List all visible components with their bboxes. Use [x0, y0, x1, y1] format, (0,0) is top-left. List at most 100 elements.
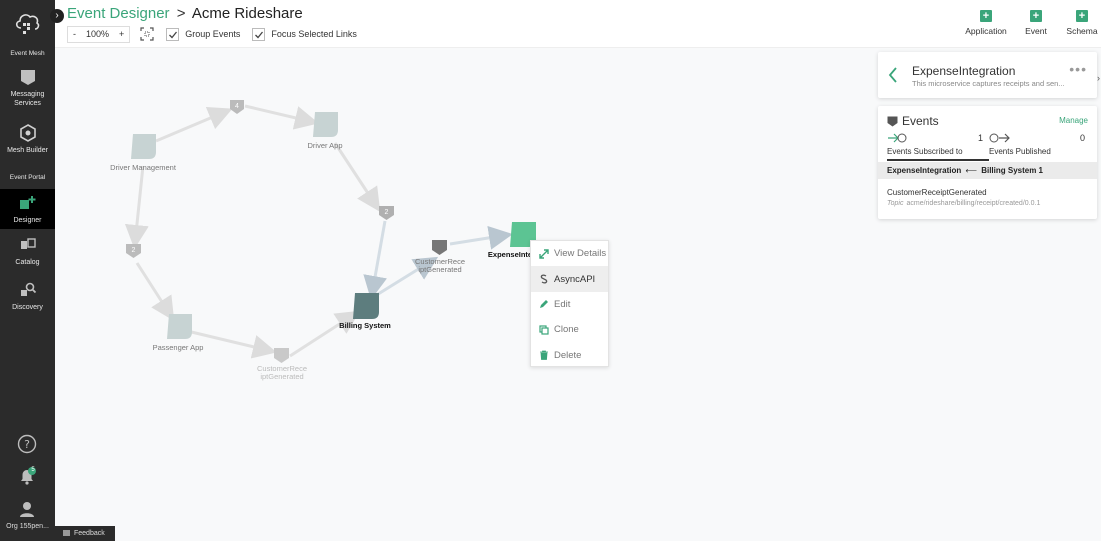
tab-events-subscribed[interactable]: 1 Events Subscribed to — [887, 131, 989, 161]
add-application-label: Application — [965, 26, 1007, 36]
breadcrumb-event-designer[interactable]: Event Designer — [67, 5, 170, 22]
sidebar-item-mesh-builder[interactable]: Mesh Builder — [0, 124, 55, 156]
menu-item-label: AsyncAPI — [554, 273, 596, 285]
designer-icon — [19, 196, 35, 209]
org-label[interactable]: Org 155pen... — [6, 523, 49, 530]
zoom-in-button[interactable]: + — [119, 29, 125, 39]
zoom-level: 100% — [86, 29, 110, 39]
tab-events-published[interactable]: 0 Events Published — [989, 131, 1091, 161]
event-icon — [887, 116, 898, 126]
edge-badge-text: 2 — [385, 209, 389, 216]
node-label-driver-app: Driver App — [307, 141, 343, 150]
zoom-out-button[interactable]: - — [73, 29, 76, 39]
relation-target: Billing System 1 — [981, 166, 1043, 175]
checkbox-icon — [166, 27, 180, 41]
node-event-customer-receipt-generated[interactable] — [432, 240, 447, 255]
more-options-icon[interactable]: ••• — [1069, 61, 1087, 77]
edge-badge[interactable]: 4 — [230, 100, 244, 114]
sidebar-item-discovery[interactable]: Discovery — [0, 281, 55, 315]
subscribed-count: 1 — [977, 133, 983, 143]
menu-item-edit[interactable]: Edit — [531, 292, 608, 317]
edge-badge-text: 4 — [235, 103, 239, 110]
sidebar-item-label: Designer — [13, 217, 42, 224]
design-canvas[interactable]: 4 2 2 Driver Management Driver App Passe… — [55, 48, 1101, 541]
events-header: Events — [887, 114, 939, 128]
node-label-event-faint: CustomerRece iptGenerated — [252, 365, 312, 381]
events-title: Events — [902, 114, 939, 128]
node-label-expense-integration: ExpenseInte — [487, 251, 533, 259]
add-application-button[interactable]: + Application — [963, 10, 1009, 36]
menu-item-label: Edit — [554, 298, 571, 310]
mesh-builder-icon — [19, 124, 36, 142]
node-billing-system[interactable] — [353, 293, 379, 319]
section-event-portal: Event Portal — [9, 174, 46, 181]
sidebar-expand-icon[interactable]: › — [50, 9, 64, 23]
svg-text:?: ? — [24, 438, 30, 451]
user-avatar-icon[interactable] — [17, 500, 37, 518]
sidebar-item-label: Services — [14, 100, 41, 107]
application-detail-card: ExpenseIntegration This microservice cap… — [878, 52, 1097, 98]
subscribed-label: Events Subscribed to — [887, 147, 963, 156]
add-schema-icon: + — [1076, 10, 1088, 22]
sidebar-item-catalog[interactable]: Catalog — [0, 236, 55, 270]
relation-header: ExpenseIntegration ⟵ Billing System 1 — [878, 162, 1097, 179]
menu-item-label: Clone — [554, 324, 579, 336]
node-event-customer-receipt-generated-faint[interactable] — [274, 348, 289, 363]
messaging-services-icon — [20, 70, 35, 85]
checkbox-icon — [252, 27, 266, 41]
node-label-event-line: CustomerRece — [414, 257, 466, 266]
menu-item-clone[interactable]: Clone — [531, 317, 608, 342]
graph-edges-faint — [124, 104, 381, 359]
menu-item-asyncapi[interactable]: AsyncAPI — [531, 266, 608, 292]
focus-selected-links-checkbox[interactable]: Focus Selected Links — [252, 27, 357, 41]
asyncapi-icon — [540, 274, 548, 284]
menu-item-view-details[interactable]: View Details — [531, 241, 608, 266]
node-driver-management[interactable] — [131, 134, 156, 159]
published-arrow-icon — [989, 133, 1010, 143]
edge-badge-text: 2 — [132, 247, 136, 254]
published-label: Events Published — [989, 147, 1051, 156]
add-schema-button[interactable]: + Schema — [1063, 10, 1101, 36]
pencil-icon — [540, 300, 548, 309]
page-title: Acme Rideshare — [191, 5, 303, 22]
edge-badge[interactable]: 2 — [379, 206, 394, 220]
manage-link[interactable]: Manage — [1059, 116, 1088, 125]
feedback-label: Feedback — [74, 530, 105, 537]
node-expense-integration[interactable] — [510, 222, 536, 247]
graph-svg: 4 2 2 — [124, 100, 536, 363]
events-card: Events Manage 1 Events Subscribed to 0 E… — [878, 106, 1097, 219]
published-count: 0 — [1079, 133, 1085, 143]
bell-icon[interactable] — [17, 466, 37, 486]
add-event-label: Event — [1025, 26, 1047, 36]
feedback-button[interactable]: Feedback — [55, 526, 115, 541]
catalog-icon — [20, 238, 36, 249]
fit-to-screen-icon[interactable] — [140, 27, 154, 41]
sidebar-item-messaging-services[interactable]: Messaging Services — [0, 68, 55, 112]
sidebar-item-label: Messaging — [10, 91, 45, 98]
sidebar: Event Mesh Messaging Services Mesh Build… — [0, 0, 55, 541]
event-name[interactable]: CustomerReceiptGenerated — [887, 188, 987, 197]
help-icon[interactable]: ? — [17, 434, 37, 454]
panel-collapse-icon[interactable]: › — [1097, 73, 1100, 83]
graph-edges-focused — [363, 220, 513, 300]
toolbar: - 100% + Group Events Focus Selected Lin… — [67, 25, 357, 43]
node-driver-app[interactable] — [313, 112, 338, 137]
breadcrumb: Event Designer > Acme Rideshare — [67, 5, 303, 22]
edge-badge[interactable]: 2 — [126, 244, 141, 258]
node-label-event: CustomerRece iptGenerated — [410, 258, 470, 274]
node-passenger-app[interactable] — [167, 314, 192, 339]
discovery-icon — [20, 282, 36, 296]
node-context-menu: View Details AsyncAPI Edit Clone Delete — [530, 240, 609, 367]
node-label-event-line: iptGenerated — [260, 372, 304, 381]
cloud-logo-icon[interactable] — [13, 10, 41, 36]
breadcrumb-separator: > — [176, 5, 186, 22]
sidebar-item-label: Catalog — [15, 259, 40, 266]
create-actions: + Application + Event + Schema — [963, 10, 1101, 36]
sidebar-item-designer[interactable]: Designer — [0, 189, 55, 229]
back-arrow-icon[interactable] — [887, 66, 899, 84]
menu-item-delete[interactable]: Delete — [531, 343, 608, 368]
node-label-billing-system: Billing System — [339, 321, 391, 330]
add-event-button[interactable]: + Event — [1021, 10, 1051, 36]
group-events-checkbox[interactable]: Group Events — [166, 27, 240, 41]
